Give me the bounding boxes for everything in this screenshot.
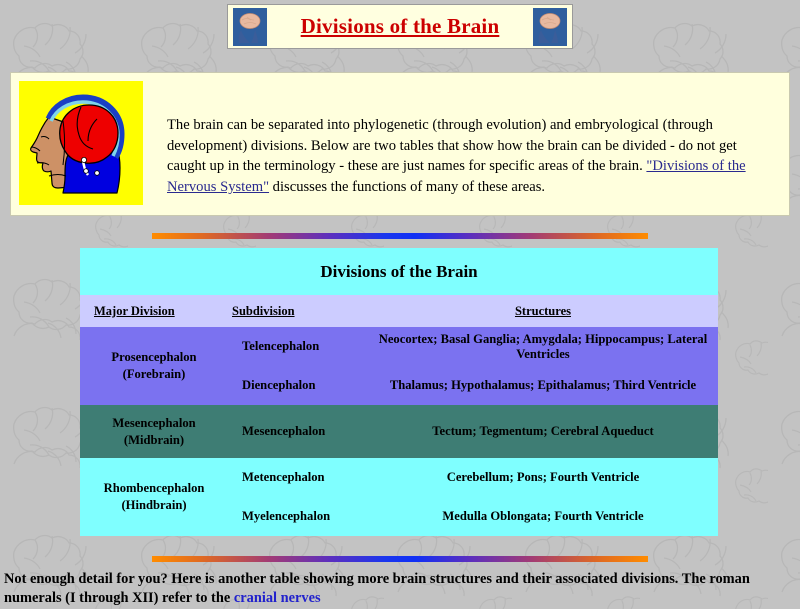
footer-paragraph: Not enough detail for you? Here is anoth… <box>4 570 796 609</box>
divider-bar-top <box>152 233 648 239</box>
table-title-row: Divisions of the Brain <box>80 248 718 295</box>
subdivision-mesencephalon: Mesencephalon <box>242 424 326 438</box>
table-row: Rhombencephalon (Hindbrain) Metencephalo… <box>80 458 718 512</box>
column-header-subdivision: Subdivision <box>232 304 295 318</box>
structures-mesencephalon: Tectum; Tegmentum; Cerebral Aqueduct <box>432 424 654 438</box>
divider-bar-bottom <box>152 556 648 562</box>
table-row: Mesencephalon (Midbrain) Mesencephalon T… <box>80 405 718 458</box>
table-header-row: Major Division Subdivision Structures <box>80 295 718 327</box>
structures-metencephalon: Cerebellum; Pons; Fourth Ventricle <box>446 470 640 484</box>
brain-head-icon-right <box>533 7 567 46</box>
footer-text-part1: Not enough detail for you? Here is anoth… <box>4 571 750 607</box>
intro-panel: The brain can be separated into phylogen… <box>10 72 790 216</box>
page-title: Divisions of the Brain <box>300 14 500 38</box>
page-title-banner: Divisions of the Brain <box>227 4 573 49</box>
column-header-structures: Structures <box>514 304 571 318</box>
table-title: Divisions of the Brain <box>80 248 718 295</box>
head-profile-brain-illustration <box>19 81 143 205</box>
table-row: Prosencephalon (Forebrain) Telencephalon… <box>80 327 718 381</box>
divisions-nervous-system-link[interactable]: "Divisions of the Nervous System" <box>167 158 746 196</box>
intro-text-part1: The brain can be separated into phylogen… <box>167 117 737 175</box>
structures-diencephalon: Thalamus; Hypothalamus; Epithalamus; Thi… <box>389 378 697 392</box>
cranial-nerves-link[interactable]: cranial nerves <box>233 590 321 607</box>
subdivision-telencephalon: Telencephalon <box>242 339 320 353</box>
intro-text-part2: discusses the functions of many of these… <box>269 179 546 196</box>
structures-myelencephalon: Medulla Oblongata; Fourth Ventricle <box>442 509 644 523</box>
major-division-mesencephalon: Mesencephalon (Midbrain) <box>112 415 196 447</box>
subdivision-diencephalon: Diencephalon <box>242 378 316 392</box>
brain-head-icon-left <box>233 7 267 46</box>
major-division-prosencephalon: Prosencephalon (Forebrain) <box>111 350 197 381</box>
subdivision-metencephalon: Metencephalon <box>242 470 325 484</box>
intro-paragraph: The brain can be separated into phylogen… <box>167 115 777 198</box>
major-division-rhombencephalon: Rhombencephalon (Hindbrain) <box>103 481 205 512</box>
column-header-major-division: Major Division <box>94 304 175 318</box>
subdivision-myelencephalon: Myelencephalon <box>242 509 331 523</box>
structures-telencephalon: Neocortex; Basal Ganglia; Amygdala; Hipp… <box>378 331 708 361</box>
divisions-table: Divisions of the Brain Major Division Su… <box>80 248 718 536</box>
